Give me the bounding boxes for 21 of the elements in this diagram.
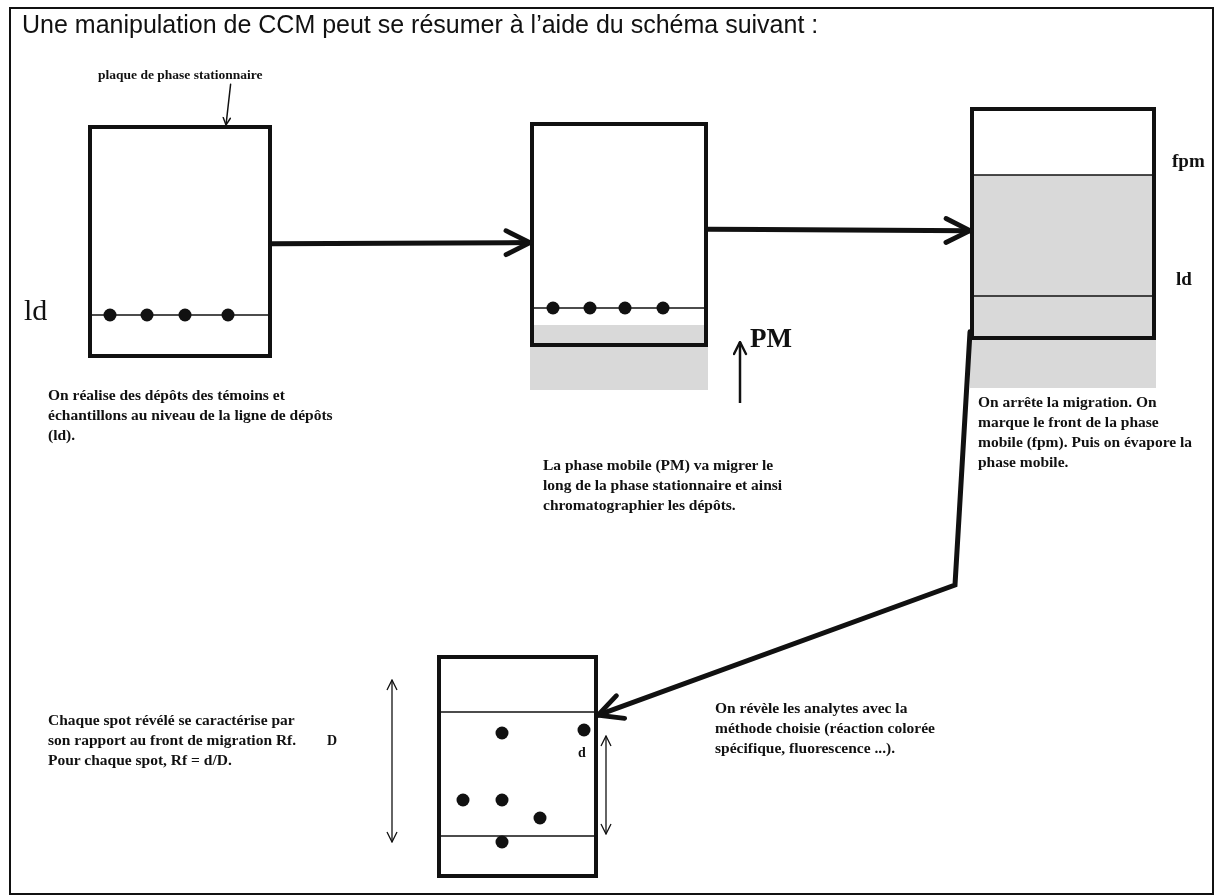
line-label: D bbox=[327, 733, 338, 749]
line-label: PM bbox=[750, 323, 792, 354]
annotation-text: plaque de phase stationnaire bbox=[98, 66, 264, 84]
step-caption: On révèle les analytes avec la méthode choisie (réaction colorée spécifique, fluorescence ...). bbox=[715, 698, 936, 759]
plate-drawing bbox=[88, 125, 272, 358]
step-caption: On réalise des dépôts des témoins et échantillons au niveau de la ligne de dépôts (ld). bbox=[48, 385, 334, 446]
arrow bbox=[269, 228, 533, 258]
leader-line bbox=[222, 83, 232, 126]
title: Une manipulation de CCM peut se résumer à l’aide du schéma suivant : bbox=[22, 10, 819, 39]
line-label: fpm bbox=[1172, 150, 1205, 172]
step-caption: On arrête la migration. On marque le front de la phase mobile (fpm). Puis on évapore la phase mobile. bbox=[978, 392, 1194, 473]
arrow bbox=[595, 329, 973, 721]
step-caption: La phase mobile (PM) va migrer le long de la phase stationnaire et ainsi chromatographier les dépôts. bbox=[543, 455, 784, 516]
step-caption: Chaque spot révélé se caractérise par son rapport au front de migration Rf. Pour chaque spot, Rf = d/D. bbox=[48, 710, 298, 771]
line-label: ld bbox=[24, 293, 48, 327]
plate-drawing bbox=[530, 122, 708, 390]
plate-drawing bbox=[437, 655, 598, 878]
line-label: ld bbox=[1176, 268, 1192, 290]
arrow bbox=[705, 216, 973, 245]
line-label: d bbox=[578, 745, 586, 761]
plate-drawing bbox=[970, 107, 1156, 388]
